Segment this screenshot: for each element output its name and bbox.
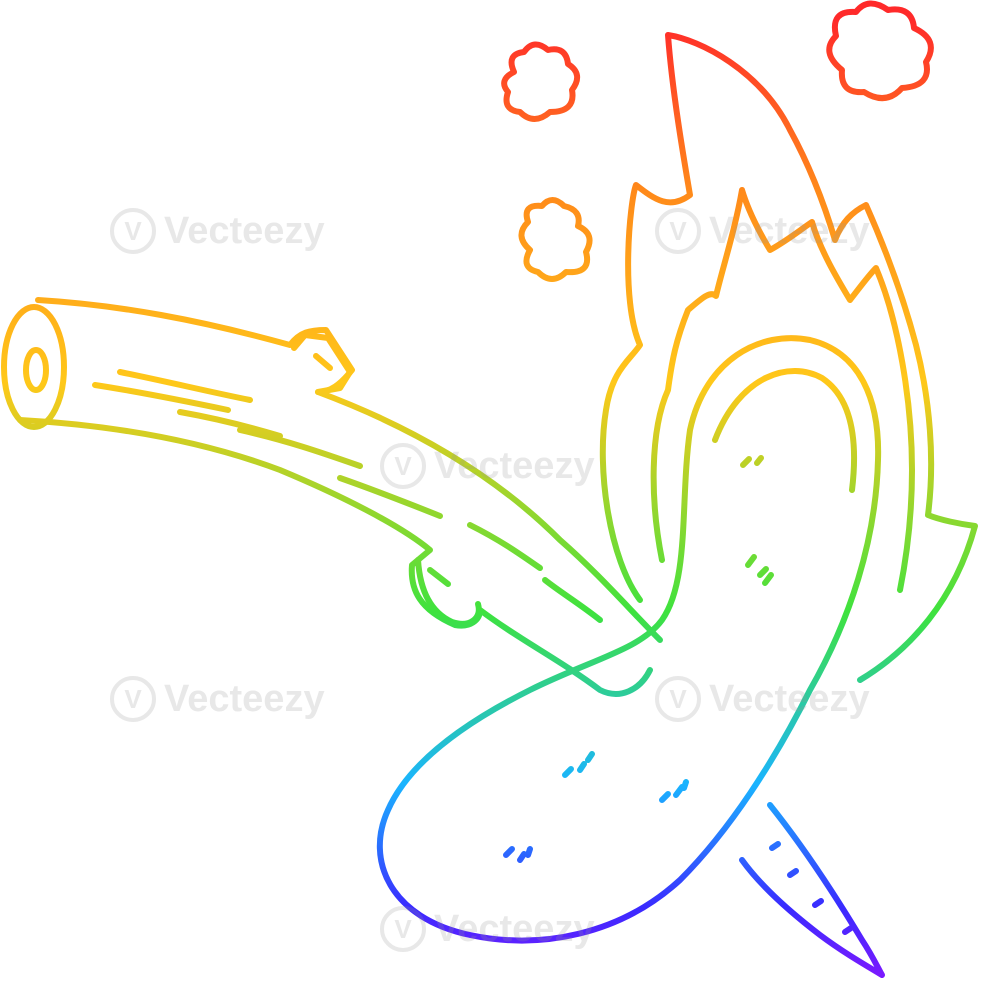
sausage-inner-curve bbox=[712, 368, 858, 493]
smoke-puff-left-top bbox=[501, 41, 581, 122]
flame-inner bbox=[650, 187, 915, 593]
flame-outer bbox=[599, 32, 978, 683]
stick-end bbox=[1, 304, 67, 430]
stick bbox=[35, 297, 663, 643]
skewer-tip bbox=[739, 802, 885, 978]
sausage bbox=[376, 335, 882, 944]
smoke-puff-right bbox=[826, 0, 934, 101]
smoke-puff-left-mid bbox=[518, 197, 593, 282]
